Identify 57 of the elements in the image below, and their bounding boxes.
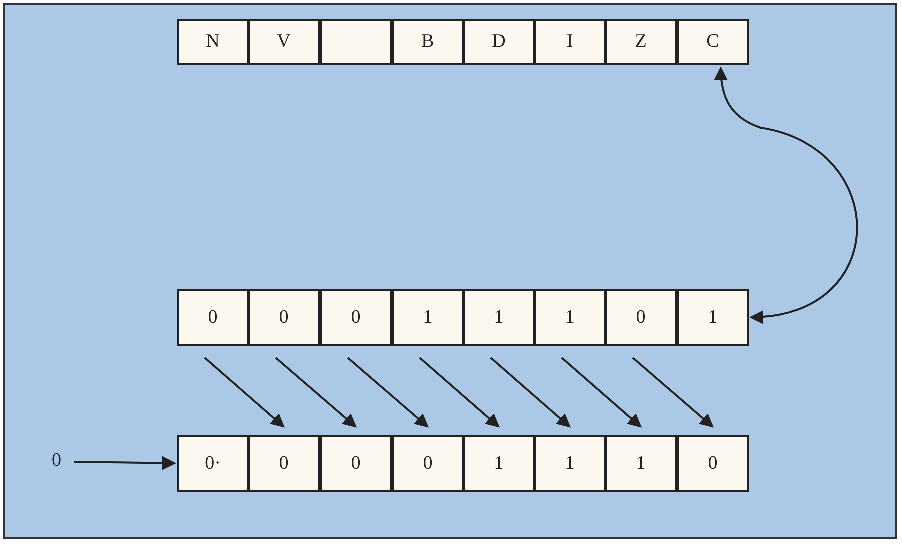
register-cell bbox=[463, 289, 535, 346]
bit-label: Z bbox=[635, 31, 647, 53]
register-cell bbox=[534, 289, 606, 346]
register-cell bbox=[463, 19, 535, 65]
bit-label: 0 bbox=[708, 452, 718, 474]
register-cell bbox=[534, 435, 606, 492]
bit-label: 0 bbox=[636, 306, 646, 328]
register-cell bbox=[177, 435, 249, 492]
arrow bbox=[204, 357, 286, 428]
bit-label: D bbox=[492, 31, 506, 53]
arrow bbox=[347, 357, 430, 428]
bit-label: 0 bbox=[279, 306, 289, 328]
arrow bbox=[74, 456, 176, 470]
register-cell bbox=[392, 19, 464, 65]
arrow bbox=[275, 357, 358, 428]
arrow bbox=[561, 357, 642, 428]
bit-label: 0 bbox=[423, 452, 433, 474]
register-cell bbox=[177, 289, 249, 346]
register-cell bbox=[392, 289, 464, 346]
bit-label: C bbox=[706, 31, 720, 53]
register-cell bbox=[677, 435, 749, 492]
register-cell bbox=[605, 289, 677, 346]
register-cell bbox=[248, 19, 320, 65]
register-cell bbox=[534, 19, 606, 65]
register-cell bbox=[320, 289, 392, 346]
register-cell bbox=[248, 435, 320, 492]
arrow bbox=[714, 66, 858, 324]
bit-label: 1 bbox=[423, 306, 433, 328]
arrow bbox=[419, 357, 500, 428]
bit-label: 0 bbox=[351, 452, 361, 474]
bit-label: I bbox=[566, 31, 574, 53]
bit-label: 1 bbox=[494, 452, 504, 474]
bit-label: 1 bbox=[565, 452, 575, 474]
bit-label: 1 bbox=[494, 306, 504, 328]
register-cell bbox=[320, 435, 392, 492]
bit-label: V bbox=[277, 31, 291, 53]
input-label: 0 bbox=[52, 450, 70, 474]
register-cell bbox=[177, 19, 249, 65]
register-cell bbox=[605, 435, 677, 492]
arrow bbox=[490, 357, 572, 428]
bit-label: 1 bbox=[708, 306, 718, 328]
register-cell bbox=[248, 289, 320, 346]
bit-label: N bbox=[206, 31, 220, 53]
register-cell bbox=[463, 435, 535, 492]
bit-label: 0 bbox=[351, 306, 361, 328]
bit-label: B bbox=[422, 31, 434, 53]
register-cell bbox=[392, 435, 464, 492]
bit-label: 0 bbox=[279, 452, 289, 474]
register-cell bbox=[677, 19, 749, 65]
bit-label: 0· bbox=[205, 452, 221, 474]
bit-label: 1 bbox=[565, 306, 575, 328]
bit-label: 1 bbox=[636, 452, 646, 474]
register-cell bbox=[677, 289, 749, 346]
arrow bbox=[632, 357, 714, 428]
register-cell bbox=[605, 19, 677, 65]
register-cell bbox=[320, 19, 392, 65]
bit-label: 0 bbox=[208, 306, 218, 328]
